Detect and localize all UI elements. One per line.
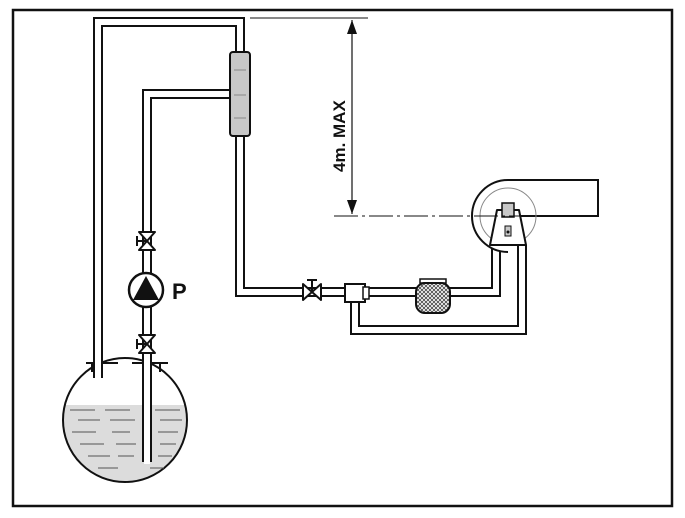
liquid-hatching [70, 409, 182, 469]
suction-valve-lower [136, 334, 156, 354]
pump-icon [127, 271, 165, 309]
pump-label: P [172, 279, 187, 304]
height-dimension [250, 17, 585, 217]
suction-valve-upper [136, 231, 156, 251]
feed-valve [302, 279, 322, 301]
bypass-loop [350, 243, 527, 335]
tank-body [62, 357, 188, 483]
tee-fitting [344, 283, 370, 303]
return-pipe [93, 17, 245, 380]
filter-icon [410, 278, 456, 314]
deaerator-icon [229, 51, 251, 137]
valve-icon [136, 231, 322, 354]
height-limit-label: 4m. MAX [330, 100, 349, 172]
